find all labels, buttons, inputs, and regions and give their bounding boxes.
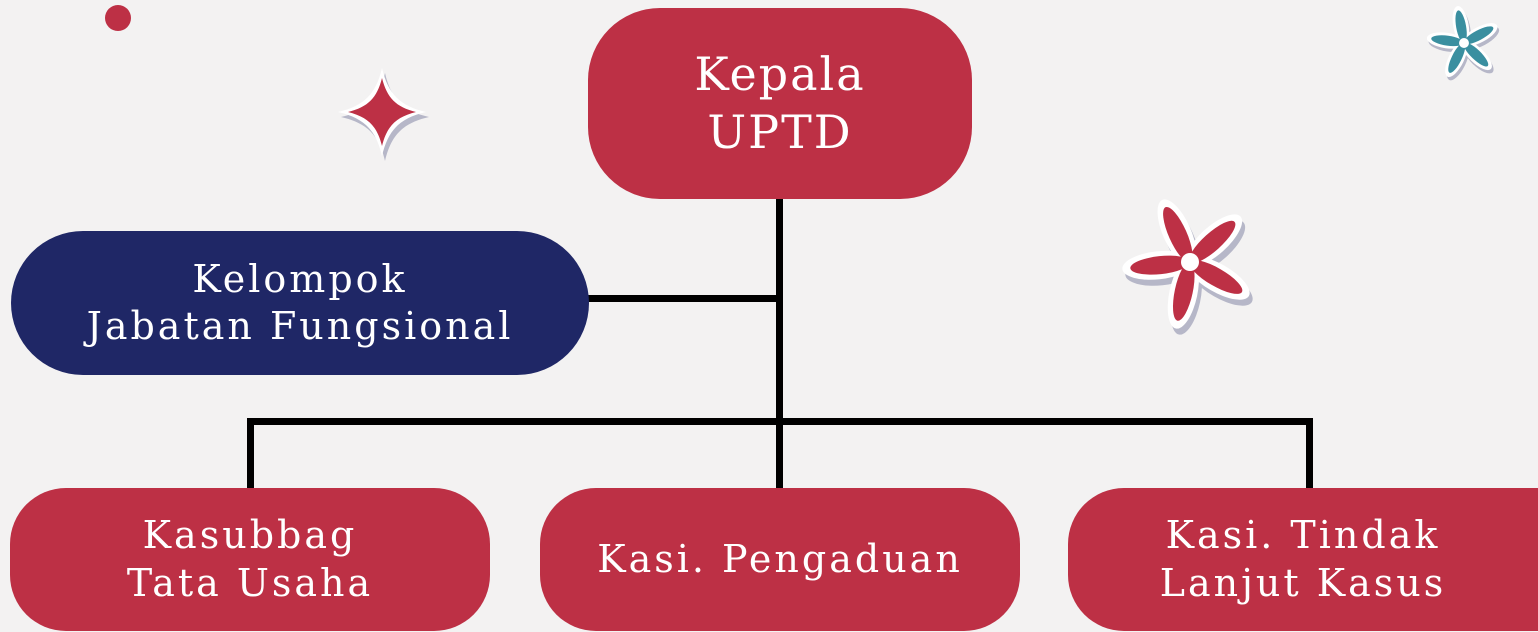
teal-flower-icon	[1426, 6, 1500, 81]
connector-bottom-bar	[247, 418, 1313, 425]
connector-drop-right	[1306, 418, 1313, 490]
node-label-line2: Jabatan Fungsional	[86, 304, 514, 348]
node-kasubbag-tata-usaha: Kasubbag Tata Usaha	[10, 488, 490, 631]
connector-trunk	[776, 198, 783, 490]
node-kasi-pengaduan: Kasi. Pengaduan	[540, 488, 1020, 631]
node-label-line1: Kepala	[694, 47, 866, 101]
node-label-line1: Kelompok	[192, 256, 408, 301]
red-dot-icon	[105, 5, 131, 31]
node-label-line1: Kasi. Tindak	[1165, 513, 1441, 557]
node-label-line1: Kasi. Pengaduan	[597, 536, 963, 581]
red-sparkle-icon	[338, 68, 429, 161]
connector-drop-left	[247, 418, 254, 490]
connector-branch-fungsional	[586, 295, 779, 302]
red-flower-icon	[1122, 199, 1253, 335]
node-label-line2: Tata Usaha	[126, 560, 374, 605]
node-label-line2: Lanjut Kasus	[1159, 560, 1447, 605]
node-kasi-tindak-lanjut-kasus: Kasi. Tindak Lanjut Kasus	[1068, 488, 1538, 631]
node-label-line1: Kasubbag	[142, 513, 358, 557]
node-label-line2: UPTD	[707, 104, 853, 159]
node-kepala-uptd: Kepala UPTD	[588, 8, 972, 199]
node-kelompok-jabatan-fungsional: Kelompok Jabatan Fungsional	[11, 231, 589, 375]
